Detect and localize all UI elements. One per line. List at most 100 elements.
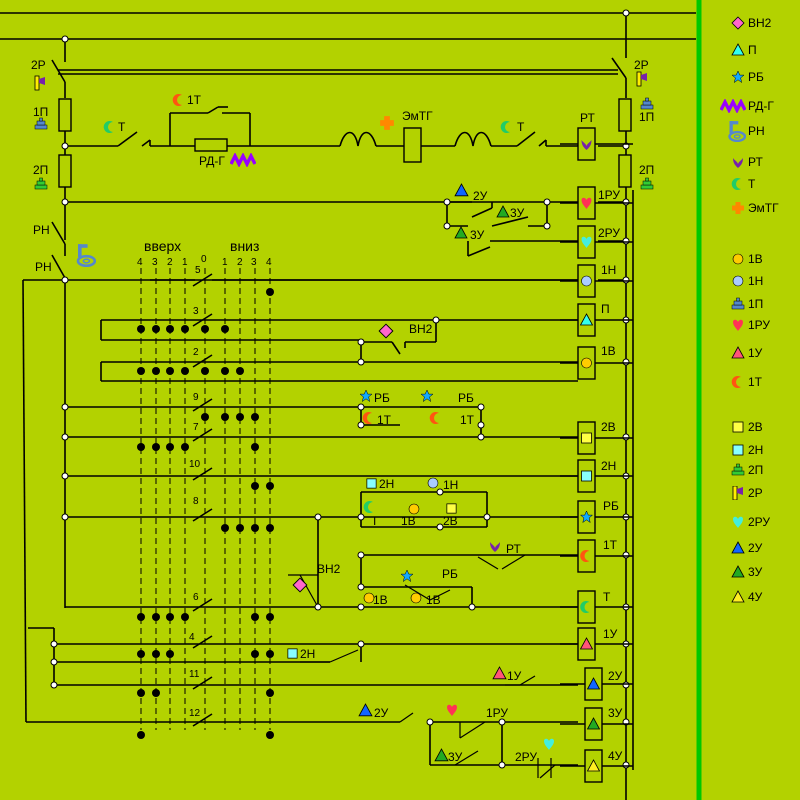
legend-label: РД-Г	[748, 99, 774, 113]
stack-icon	[640, 177, 654, 190]
closed-contact-dot	[166, 367, 174, 375]
label-2p-right: 2П	[639, 163, 654, 177]
controller-contact-number: 4	[189, 632, 195, 643]
legend-label: ЭмТГ	[748, 201, 779, 215]
closed-contact-dot	[251, 482, 259, 490]
square-icon	[732, 444, 744, 456]
relay-coil: Т	[560, 590, 633, 624]
label-vn2-b: ВН2	[317, 562, 341, 576]
label-1n-a: 1Н	[443, 478, 458, 492]
closed-contact-dot	[137, 689, 145, 697]
crescent-icon	[103, 121, 113, 133]
legend-item: 1П	[731, 297, 763, 311]
legend-item: 2Н	[732, 443, 763, 457]
legend-label: ВН2	[748, 16, 772, 30]
closed-contact-dot	[137, 325, 145, 333]
stack-icon	[34, 177, 48, 190]
closed-contact-dot	[221, 325, 229, 333]
closed-contact-dot	[221, 413, 229, 421]
label-2v-a: 2В	[443, 514, 458, 528]
label-3u-top: 3У	[510, 206, 525, 220]
label-1v-c: 1В	[426, 593, 441, 607]
controller-closed-contacts	[137, 288, 274, 739]
square-icon	[366, 478, 377, 489]
legend-item: РН	[728, 120, 765, 142]
circle-icon	[427, 477, 439, 489]
label-2n-a: 2Н	[379, 477, 394, 491]
closed-contact-dot	[266, 731, 274, 739]
key-icon	[728, 120, 746, 142]
controller-down-label: вниз	[230, 238, 259, 254]
relay-coil: 1В	[560, 344, 633, 380]
heart-icon	[733, 158, 743, 168]
controller-contact-number: 5	[195, 265, 201, 276]
circle-icon	[410, 592, 422, 604]
closed-contact-dot	[266, 288, 274, 296]
controller-contact-number: 11	[189, 669, 200, 680]
closed-contact-dot	[137, 613, 145, 621]
zigzag-icon	[720, 100, 746, 112]
relay-coil: 2Н	[560, 459, 633, 493]
relay-coil: 1У	[560, 627, 633, 661]
star-icon	[359, 389, 373, 402]
closed-contact-dot	[137, 731, 145, 739]
legend-label: 2Н	[748, 443, 763, 457]
crescent-icon	[731, 178, 741, 190]
controller-header: вверх вниз 4 3 2 1 0 1 2 3 4 5 3 2 9 7 1…	[137, 238, 272, 719]
label-rb-a: РБ	[374, 391, 390, 405]
square-icon	[287, 648, 298, 659]
legend-item: 2РУ	[733, 515, 770, 529]
legend-item: РТ	[733, 155, 763, 169]
circle-icon	[732, 253, 744, 265]
coil-label: 1В	[601, 344, 616, 358]
label-rb-b: РБ	[458, 391, 474, 405]
crescent-icon	[731, 376, 741, 388]
closed-contact-dot	[236, 413, 244, 421]
controller-contact-number: 12	[189, 708, 201, 719]
stack-icon	[731, 297, 745, 310]
coil-label: 2Н	[601, 459, 616, 473]
closed-contact-dot	[152, 689, 160, 697]
label-1u-a: 1У	[507, 669, 522, 683]
controller-down-pos: 3	[251, 257, 257, 268]
label-2n-b: 2Н	[300, 647, 315, 661]
legend-label: 4У	[748, 590, 763, 604]
heart-down-icon	[733, 516, 743, 528]
heart-down-icon	[544, 738, 554, 750]
diamond-icon	[731, 16, 745, 30]
legend-label: 1Н	[748, 274, 763, 288]
closed-contact-dot	[266, 689, 274, 697]
square-icon	[446, 503, 457, 514]
circle-icon	[732, 275, 744, 287]
legend: ВН2ПРБРД-ГРНРТТЭмТГ1В1Н1П1РУ1У1Т2В2Н2П2Р…	[720, 16, 779, 604]
coil-label: П	[601, 302, 610, 316]
relay-coil: 1Т	[560, 538, 633, 573]
triangle-icon	[731, 541, 745, 554]
stack-icon	[640, 97, 654, 110]
legend-label: 2РУ	[748, 515, 770, 529]
label-1v-a: 1В	[401, 514, 416, 528]
closed-contact-dot	[266, 524, 274, 532]
closed-contact-dot	[181, 443, 189, 451]
label-1t-a: 1Т	[377, 413, 392, 427]
coil-label: 1Т	[603, 538, 618, 552]
closed-contact-dot	[221, 524, 229, 532]
controller-contact-number: 9	[193, 392, 199, 403]
closed-contact-dot	[266, 650, 274, 658]
label-t-top-left: Т	[118, 120, 126, 134]
closed-contact-dot	[137, 650, 145, 658]
label-1p-right: 1П	[639, 110, 654, 124]
coil-label: 2У	[608, 669, 623, 683]
relay-coil: 4У	[560, 749, 633, 783]
label-1v-b: 1В	[373, 593, 388, 607]
diagram-icons	[34, 71, 654, 762]
label-rt-top: РТ	[580, 111, 595, 125]
triangle-icon	[434, 748, 449, 762]
controller-up-pos: 4	[137, 257, 143, 268]
closed-contact-dot	[266, 482, 274, 490]
closed-contact-dot	[166, 325, 174, 333]
closed-contact-dot	[201, 367, 209, 375]
key-icon	[76, 243, 96, 267]
legend-item: 2В	[732, 420, 763, 434]
